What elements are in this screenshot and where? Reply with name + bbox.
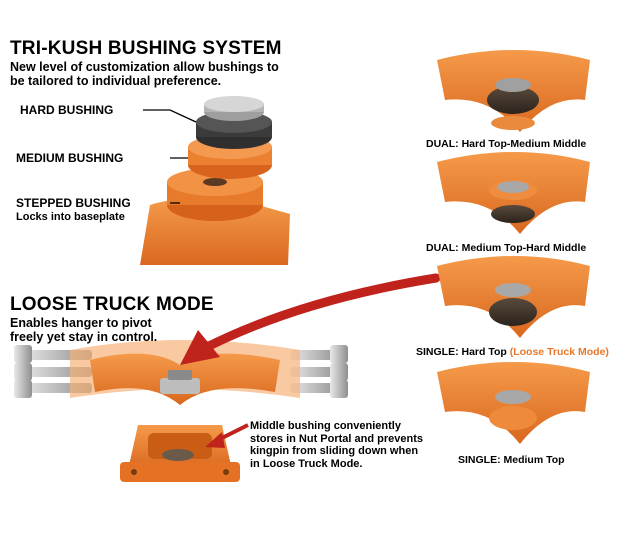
nut-note-line2: stores in Nut Portal and prevents bbox=[250, 432, 423, 445]
loose-subtitle-line1: Enables hanger to pivot bbox=[10, 316, 152, 330]
nut-note-line3: kingpin from sliding down when bbox=[250, 445, 419, 457]
medium-bushing-label: MEDIUM BUSHING bbox=[16, 151, 124, 165]
stepped-bushing-note: Locks into baseplate bbox=[16, 211, 125, 223]
bushing-system-subtitle: New level of customization allow bushing… bbox=[10, 60, 279, 88]
config-image-4 bbox=[437, 362, 590, 444]
bushing-subtitle-line2: be tailored to individual preference. bbox=[10, 74, 222, 88]
loose-truck-subtitle: Enables hanger to pivot freely yet stay … bbox=[10, 316, 157, 344]
config-image-2 bbox=[437, 152, 590, 234]
hard-bushing-label: HARD BUSHING bbox=[20, 103, 114, 117]
bushing-subtitle-line1: New level of customization allow bushing… bbox=[10, 60, 279, 74]
config-caption-2: DUAL: Medium Top-Hard Middle bbox=[426, 242, 587, 254]
loose-subtitle-line2: freely yet stay in control. bbox=[10, 330, 158, 344]
loose-mode-highlight: (Loose Truck Mode) bbox=[509, 346, 609, 358]
nut-portal-note: Middle bushing conveniently stores in Nu… bbox=[250, 420, 423, 470]
baseplate-image bbox=[140, 198, 290, 265]
label-leader-lines bbox=[143, 109, 197, 204]
nut-portal-pointer bbox=[205, 423, 249, 448]
config-caption-3: SINGLE: Hard Top (Loose Truck Mode) bbox=[416, 346, 609, 358]
truck-image bbox=[14, 340, 348, 482]
config-caption-1: DUAL: Hard Top-Medium Middle bbox=[426, 138, 587, 150]
config-image-3 bbox=[437, 256, 590, 338]
config-image-1 bbox=[437, 50, 590, 132]
nut-note-line4: in Loose Truck Mode. bbox=[250, 457, 363, 470]
loose-truck-title: LOOSE TRUCK MODE bbox=[10, 294, 214, 315]
config-caption-4: SINGLE: Medium Top bbox=[458, 454, 565, 466]
stepped-bushing-label: STEPPED BUSHING bbox=[16, 196, 131, 210]
config-caption-3-main: SINGLE: Hard Top bbox=[416, 346, 507, 358]
nut-note-line1: Middle bushing conveniently bbox=[250, 420, 401, 432]
bushing-system-title: TRI-KUSH BUSHING SYSTEM bbox=[10, 38, 282, 59]
loose-mode-arrow bbox=[180, 273, 441, 365]
bushing-stack-image bbox=[140, 96, 290, 265]
